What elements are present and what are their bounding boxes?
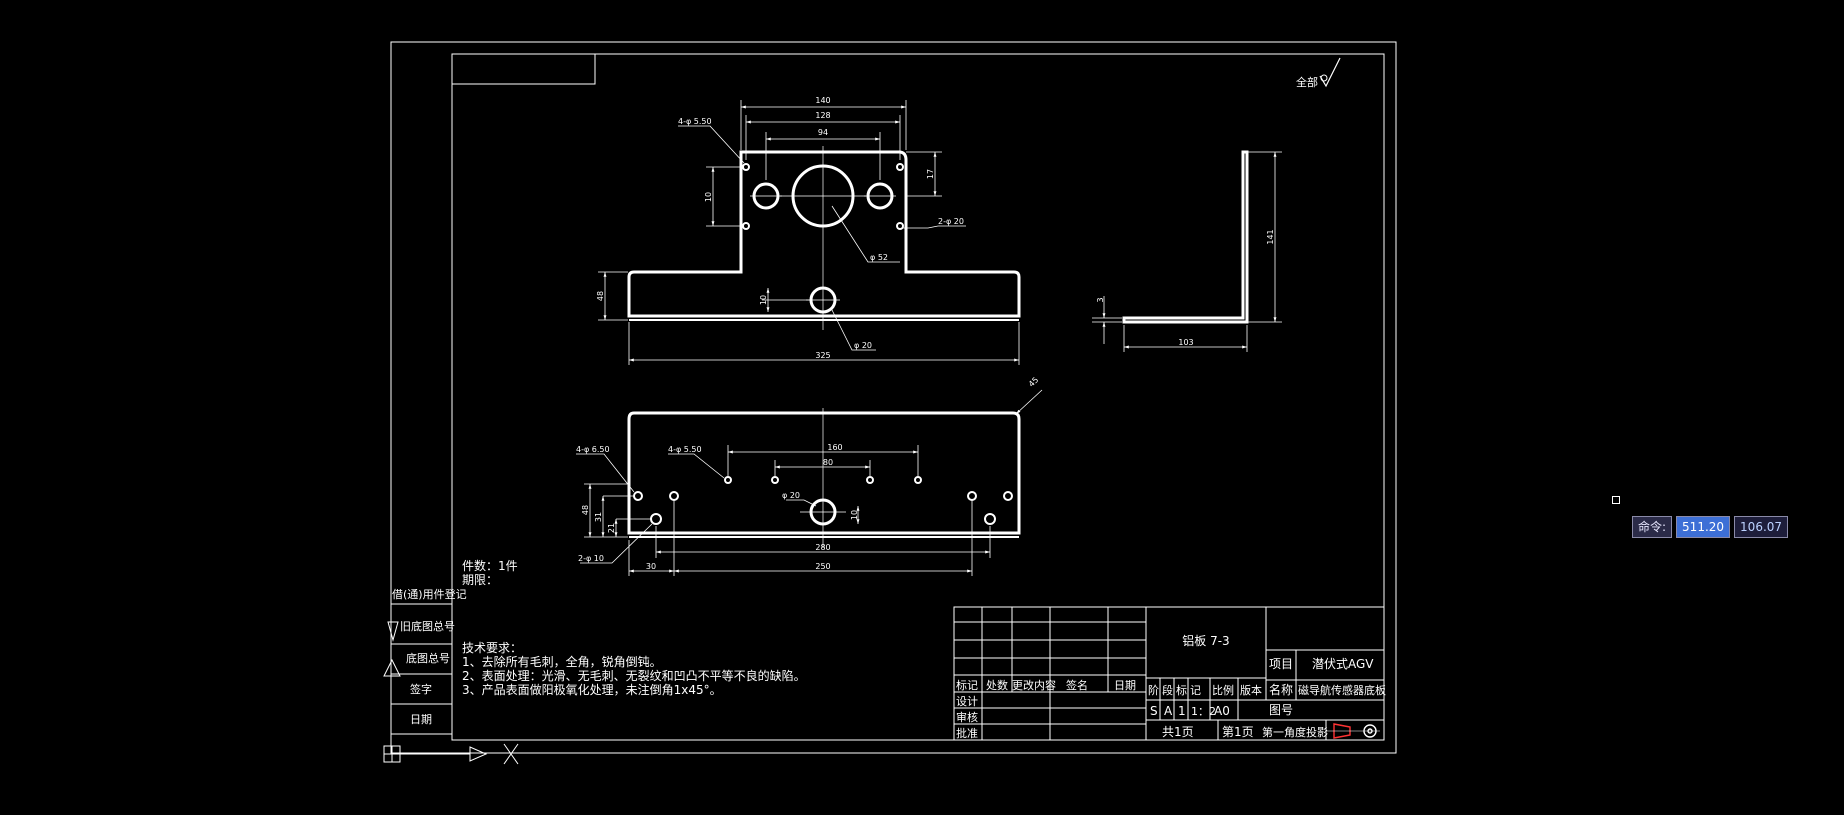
dim-top-48: 48 [596, 291, 605, 301]
corner-box [451, 53, 596, 85]
tb-sheets: 共1页 [1162, 725, 1194, 739]
dynamic-input-bar: 命令: 511.20 106.07 [1632, 516, 1789, 538]
callout-bottom-center: φ 20 [782, 491, 800, 500]
dim-side-141: 141 [1266, 229, 1275, 244]
ucs-icon [383, 743, 519, 765]
tb-name-value: 磁导航传感器底板 [1298, 683, 1386, 697]
tech-req-title: 技术要求： [462, 641, 522, 655]
dim-bottom-30: 30 [646, 562, 656, 571]
callout-top-4holes: 4-φ 5.50 [678, 117, 712, 126]
dim-top-140: 140 [815, 96, 830, 105]
dim-bottom-250: 250 [815, 562, 830, 571]
strip-old-base-no: 旧底图总号 [400, 619, 455, 633]
strip-base-no: 底图总号 [406, 651, 450, 665]
tb-rev-content: 更改内容 [1012, 678, 1056, 692]
strip-date: 日期 [410, 713, 432, 726]
callout-top-center: φ 52 [870, 253, 888, 262]
chamfer-angle-mark: 45 [1027, 375, 1041, 389]
dim-bottom-160: 160 [827, 443, 842, 452]
inner-border [451, 53, 1385, 741]
strip-signature: 签字 [410, 682, 432, 696]
tb-stage-h6: 版本 [1240, 683, 1262, 697]
bottom-part-outline [627, 411, 1021, 535]
dim-top-10a: 10 [704, 192, 713, 202]
dim-bottom-280: 280 [815, 543, 830, 552]
tb-rev-sign: 签名 [1066, 678, 1088, 692]
tb-sheet-no: 第1页 [1222, 725, 1254, 739]
callout-top-2holes: 2-φ 20 [938, 217, 964, 226]
tb-material: 铝板 7-3 [1182, 633, 1229, 648]
part-quantity: 件数：1件 [462, 558, 518, 573]
dim-top-94: 94 [818, 128, 828, 137]
outer-border [390, 41, 1397, 754]
tb-role-review: 审核 [956, 710, 978, 724]
tb-stage-h5: 比例 [1212, 683, 1234, 697]
projection-symbol [1326, 723, 1380, 739]
tb-stage-v2: A [1164, 704, 1173, 718]
top-part-outline [627, 150, 1021, 318]
callout-bottom-2holes: 2-φ 10 [578, 554, 604, 563]
left-strip-table [390, 603, 452, 740]
tb-stage-v3: 1 [1178, 704, 1186, 718]
strip-registration: 借(通)用件登记 [392, 587, 467, 601]
dim-top-128: 128 [815, 111, 830, 120]
tb-drawing-no-label: 图号 [1269, 703, 1293, 717]
callout-bottom-4holes-b: 4-φ 5.50 [668, 445, 702, 454]
dim-bottom-21: 21 [607, 523, 616, 533]
coord-x-input[interactable]: 511.20 [1676, 516, 1731, 538]
callout-bottom-4holes-a: 4-φ 6.50 [576, 445, 610, 454]
tb-project-value: 潜伏式AGV [1312, 657, 1374, 671]
roughness-symbol [1319, 57, 1341, 88]
title-block-grid [953, 606, 1385, 741]
tb-stage-v5: A0 [1214, 704, 1230, 718]
dim-bottom-80: 80 [823, 458, 833, 467]
dim-top-17: 17 [926, 169, 935, 179]
dim-side-3: 3 [1096, 297, 1105, 302]
pickbox-cursor [1612, 496, 1620, 504]
tb-role-design: 设计 [956, 695, 978, 708]
part-deadline: 期限： [462, 573, 498, 587]
tb-project-label: 项目 [1269, 657, 1293, 671]
tb-projection: 第一角度投影 [1262, 725, 1328, 739]
callout-top-bottomhole: φ 20 [854, 341, 872, 350]
roughness-note: 全部 [1296, 75, 1318, 89]
side-view-profile [1122, 150, 1249, 324]
tb-rev-date: 日期 [1114, 679, 1136, 692]
tb-stage-v4: 1：2 [1191, 705, 1216, 718]
tb-stage-v1: S [1150, 704, 1158, 718]
tech-req-item-1: 1、去除所有毛刺，全角，锐角倒钝。 [462, 654, 662, 669]
tb-stage-h1: 阶 [1148, 683, 1159, 697]
dim-top-325: 325 [815, 351, 830, 360]
dim-top-10b: 10 [759, 295, 768, 305]
tb-stage-h4: 记 [1190, 684, 1201, 697]
tb-rev-count: 处数 [986, 679, 1008, 692]
tb-rev-mark: 标记 [956, 678, 978, 692]
dim-side-103: 103 [1178, 338, 1193, 347]
dim-bottom-10: 10 [850, 510, 859, 520]
tb-stage-h3: 标 [1176, 683, 1187, 697]
tech-req-item-3: 3、产品表面做阳极氧化处理，未注倒角1x45°。 [462, 682, 722, 697]
tb-role-approve: 批准 [956, 726, 978, 740]
coord-y-input[interactable]: 106.07 [1734, 516, 1789, 538]
tech-req-item-2: 2、表面处理：光滑、无毛刺、无裂纹和凹凸不平等不良的缺陷。 [462, 668, 806, 683]
dim-bottom-48: 48 [581, 505, 590, 515]
tb-stage-h2: 段 [1162, 683, 1173, 697]
command-label: 命令: [1632, 516, 1673, 538]
tb-name-label: 名称 [1269, 682, 1293, 697]
dim-bottom-31: 31 [594, 512, 603, 522]
